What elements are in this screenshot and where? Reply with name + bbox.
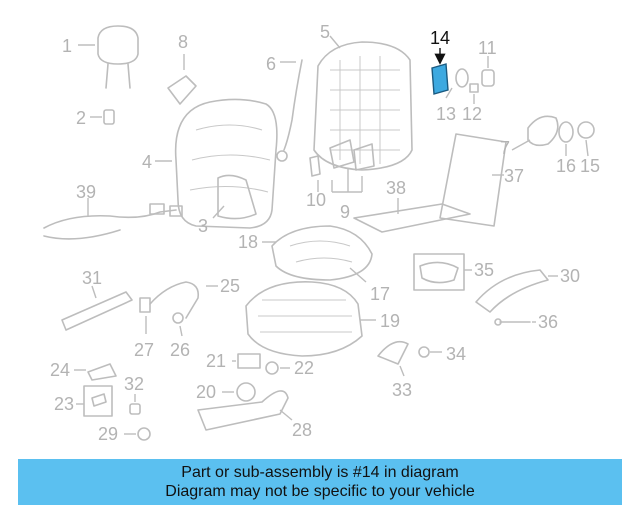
label-12: 12 [462,104,482,124]
label-8: 8 [178,32,188,52]
recliner-hardware-parts[interactable] [511,115,595,157]
label-1: 1 [62,36,72,56]
recliner-cable-part[interactable] [276,59,303,162]
small-hardware-parts[interactable] [74,363,151,441]
label-33: 33 [392,380,412,400]
label-35: 35 [474,260,494,280]
seatback-frame-part[interactable] [313,35,413,171]
label-2: 2 [76,108,86,128]
label-15: 15 [580,156,600,176]
wire-harness-part[interactable] [43,198,183,240]
banner-line-2: Diagram may not be specific to your vehi… [165,483,475,500]
headrest-guide-part[interactable] [90,109,115,125]
label-17: 17 [370,284,390,304]
label-36: 36 [538,312,558,332]
bracket-part[interactable] [167,54,197,105]
cable-set-part[interactable] [139,281,218,337]
seatback-cover-part[interactable] [155,98,278,229]
label-28: 28 [292,420,312,440]
label-30: 30 [560,266,580,286]
label-27: 27 [134,340,154,360]
label-18: 18 [238,232,258,252]
label-11: 11 [478,38,497,58]
label-31: 31 [82,268,102,288]
lower-cover-part[interactable] [61,285,133,331]
adjuster-parts[interactable] [232,353,290,375]
label-5: 5 [320,22,330,42]
label-3: 3 [198,216,208,236]
label-29: 29 [98,424,118,444]
link-rod-part[interactable] [494,318,536,326]
callout-labels: 1 2 3 4 5 6 7 8 9 10 11 12 13 14 15 16 1… [50,22,600,444]
label-14: 14 [430,28,450,48]
label-24: 24 [50,360,70,380]
info-banner: Part or sub-assembly is #14 in diagram D… [18,459,622,505]
seat-board-part[interactable] [353,198,471,233]
label-16: 16 [556,156,576,176]
label-34: 34 [446,344,466,364]
back-panel-part[interactable] [439,133,507,227]
label-21: 21 [206,351,226,371]
lever-knob-parts[interactable] [445,56,495,104]
label-9: 9 [340,202,350,222]
label-26: 26 [170,340,190,360]
label-6: 6 [266,54,276,74]
lever-parts[interactable] [377,340,442,377]
label-38: 38 [386,178,406,198]
label-25: 25 [220,276,240,296]
banner-line-1: Part or sub-assembly is #14 in diagram [181,464,459,481]
label-22: 22 [294,358,314,378]
label-10: 10 [306,190,326,210]
label-20: 20 [196,382,216,402]
headrest-part[interactable] [78,25,139,89]
label-7: 7 [500,138,510,158]
parts-diagram: 1 2 3 4 5 6 7 8 9 10 11 12 13 14 15 16 1… [43,22,600,444]
label-23: 23 [54,394,74,414]
label-32: 32 [124,374,144,394]
label-13: 13 [436,104,456,124]
side-shield-part[interactable] [197,390,293,431]
side-trim-part[interactable] [475,269,558,313]
label-19: 19 [380,311,400,331]
clip-set-part[interactable] [309,139,375,193]
label-37: 37 [504,166,524,186]
gear-part[interactable] [222,382,256,402]
seat-cushion-part[interactable] [262,225,373,283]
label-39: 39 [76,182,96,202]
switch-assembly-part[interactable] [413,253,472,291]
part-14-highlighted[interactable] [431,48,449,95]
seat-frame-part[interactable] [245,281,376,357]
label-4: 4 [142,152,152,172]
